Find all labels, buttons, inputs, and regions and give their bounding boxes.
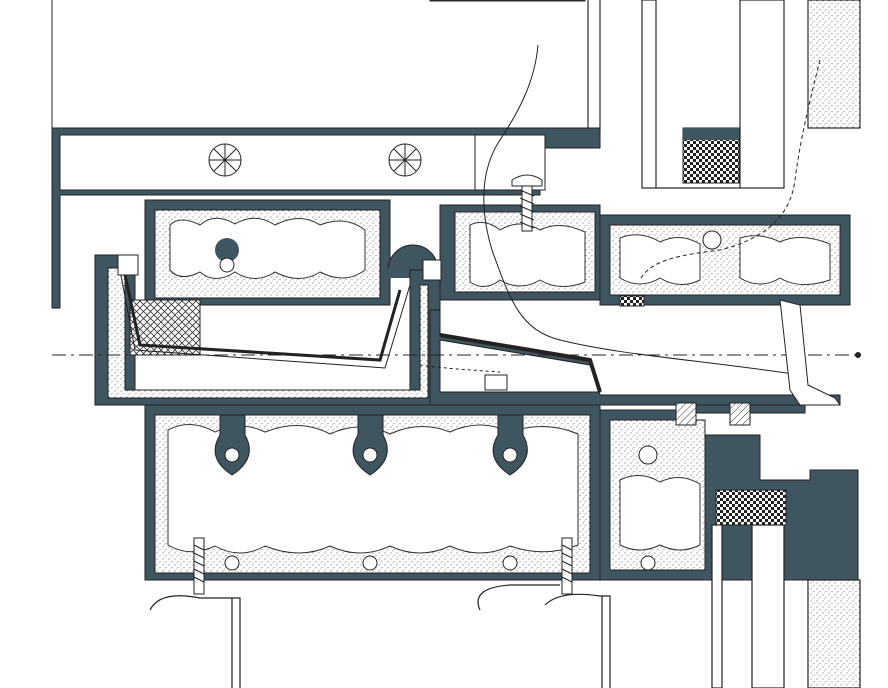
top-transom-profile <box>51 127 601 309</box>
drainage-path <box>419 44 821 376</box>
sloped-sill <box>429 309 841 406</box>
upper-glazing <box>587 0 861 189</box>
anchor-cross-icon <box>208 143 422 177</box>
fixing-screw-icon <box>511 174 543 232</box>
bottom-panel-lines <box>149 584 611 688</box>
wall-lines <box>51 0 586 128</box>
lower-right-box <box>599 402 859 581</box>
right-flashing <box>779 299 841 406</box>
gasket-icon <box>117 254 139 276</box>
upper-thermal-box-left <box>144 199 391 306</box>
bottom-transom-profile <box>144 404 601 595</box>
lower-glazing <box>711 524 861 688</box>
fixing-screw-icon <box>193 537 573 595</box>
middle-channel <box>94 254 442 406</box>
upper-thermal-box-right <box>439 204 851 307</box>
